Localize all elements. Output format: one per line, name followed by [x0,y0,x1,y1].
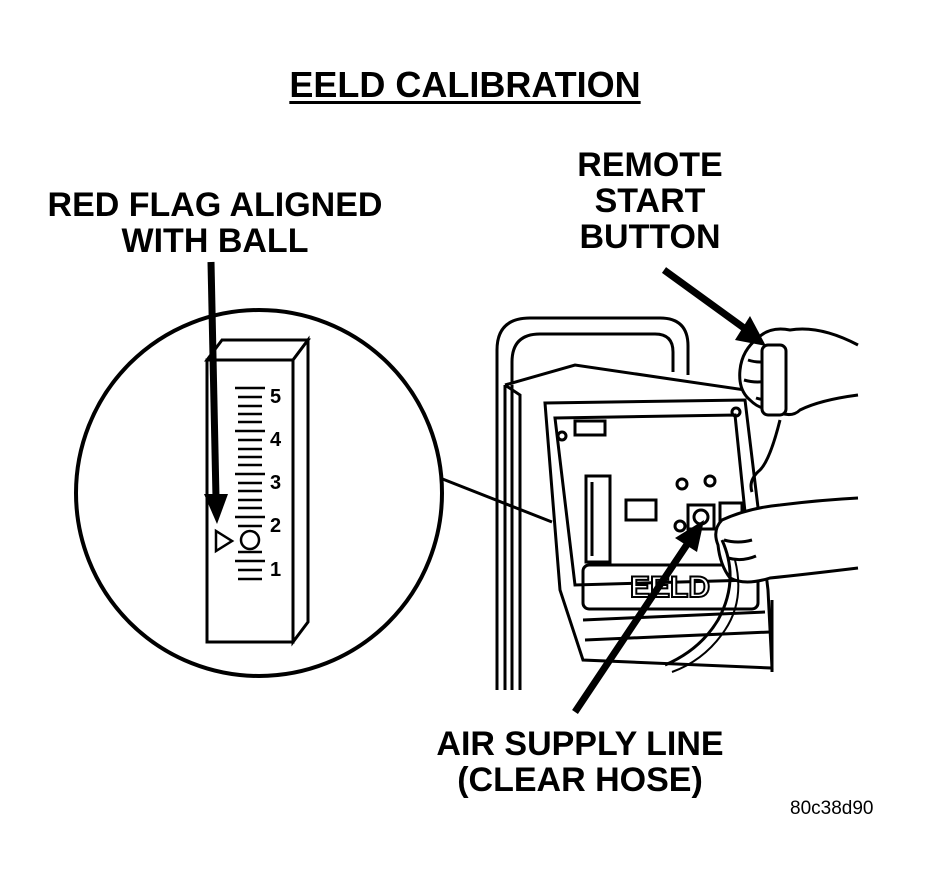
clear-hose [664,539,732,667]
float-ball [239,529,261,551]
red-flag-arrow [204,261,228,524]
red-flag-callout: RED FLAG ALIGNED WITH BALL [47,186,383,261]
scale-label-3: 3 [270,472,281,494]
air-supply-arrow [572,520,704,714]
scale-labels: 5 4 3 2 1 [270,386,282,581]
hose-hand [714,496,859,584]
remote-start-callout: REMOTE START BUTTON [577,146,723,257]
scale-label-4: 4 [270,429,282,451]
scale-label-1: 1 [270,559,281,581]
magnifier-circle [74,308,444,678]
scale-label-2: 2 [270,515,281,537]
eeld-machine: EELD [495,316,781,690]
scale-label-5: 5 [270,386,281,408]
remote-hand [738,327,859,493]
remote-start-arrow [661,267,766,346]
diagram-title: EELD CALIBRATION [289,64,641,105]
air-supply-callout: AIR SUPPLY LINE (CLEAR HOSE) [436,725,724,800]
scale-ticks [235,386,265,581]
red-flag-marker [214,528,235,554]
figure-id: 80c38d90 [790,798,874,819]
